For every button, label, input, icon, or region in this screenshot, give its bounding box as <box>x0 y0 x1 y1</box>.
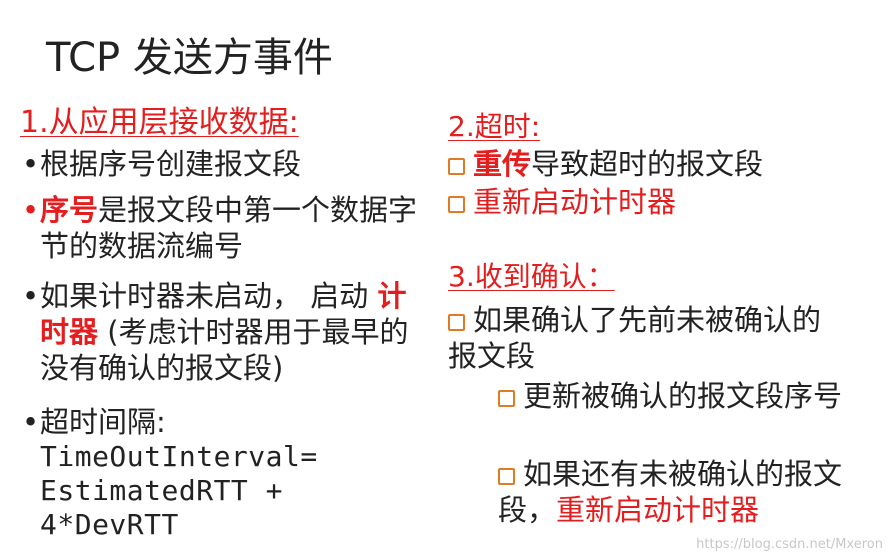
formula-line: 4*DevRTT <box>40 508 179 541</box>
bullet-dot-icon: • <box>22 279 40 313</box>
bullet-dot-icon: • <box>22 193 40 227</box>
watermark: https://blog.csdn.net/Mxeron <box>696 537 883 552</box>
ack-item-text: 如果确认了先前未被确认的报文段 <box>448 303 822 373</box>
ack-subitem-red-text: 重新启动计时器 <box>556 493 760 527</box>
bullet-strong-text: 序号 <box>40 193 99 227</box>
timeout-item-restart-timer: 重新启动计时器 <box>448 184 676 220</box>
bullet-text: (考虑计时器用于最早的没有确认的报文段) <box>40 315 409 385</box>
orange-square-bullet-icon <box>448 196 465 213</box>
bullet-text: 如果计时器未启动， 启动 <box>40 279 369 313</box>
timeout-strong-text: 重传 <box>473 147 532 181</box>
bullet-dot-icon: • <box>22 147 40 181</box>
bullet-timeout-interval: • 超时间隔: TimeOutInterval= EstimatedRTT + … <box>20 404 420 542</box>
timeout-item-text: 重新启动计时器 <box>473 185 677 219</box>
ack-subitem-restart-timer: 如果还有未被确认的报文段，重新启动计时器 <box>498 456 858 528</box>
bullet-create-segment: • 根据序号创建报文段 <box>20 146 420 182</box>
section-heading-timeout: 2.超时: <box>448 110 541 143</box>
ack-subitem-text: 如果还有未被确认的报文段， <box>498 457 843 527</box>
orange-square-bullet-icon <box>498 468 515 485</box>
formula-line: TimeOutInterval= <box>40 440 318 473</box>
orange-square-bullet-icon <box>448 158 465 175</box>
bullet-start-timer: • 如果计时器未启动， 启动 计时器 (考虑计时器用于最早的没有确认的报文段) <box>20 278 420 386</box>
ack-item-new-ack: 如果确认了先前未被确认的报文段 <box>448 302 838 374</box>
formula-line: EstimatedRTT + <box>40 474 284 507</box>
bullet-strong-text: 计时器 <box>40 279 407 349</box>
bullet-sequence-number: • 序号是报文段中第一个数据字节的数据流编号 <box>20 192 420 264</box>
orange-square-bullet-icon <box>448 314 465 331</box>
section-heading-receive-data: 1.从应用层接收数据: <box>20 105 299 140</box>
bullet-text: 根据序号创建报文段 <box>40 147 302 181</box>
bullet-dot-icon: • <box>22 405 40 439</box>
timeout-item-retransmit: 重传导致超时的报文段 <box>448 146 763 182</box>
left-column: • 根据序号创建报文段 • 序号是报文段中第一个数据字节的数据流编号 • 如果计… <box>20 146 420 554</box>
ack-subitem-text: 更新被确认的报文段序号 <box>523 379 843 413</box>
bullet-text: 是报文段中第一个数据字节的数据流编号 <box>40 193 418 263</box>
orange-square-bullet-icon <box>498 390 515 407</box>
ack-subitem-update-seq: 更新被确认的报文段序号 <box>498 378 858 414</box>
timeout-item-text: 导致超时的报文段 <box>531 147 764 181</box>
slide-title: TCP 发送方事件 <box>46 35 333 81</box>
bullet-text: 超时间隔: <box>40 405 166 439</box>
section-heading-ack: 3.收到确认： <box>448 260 615 293</box>
